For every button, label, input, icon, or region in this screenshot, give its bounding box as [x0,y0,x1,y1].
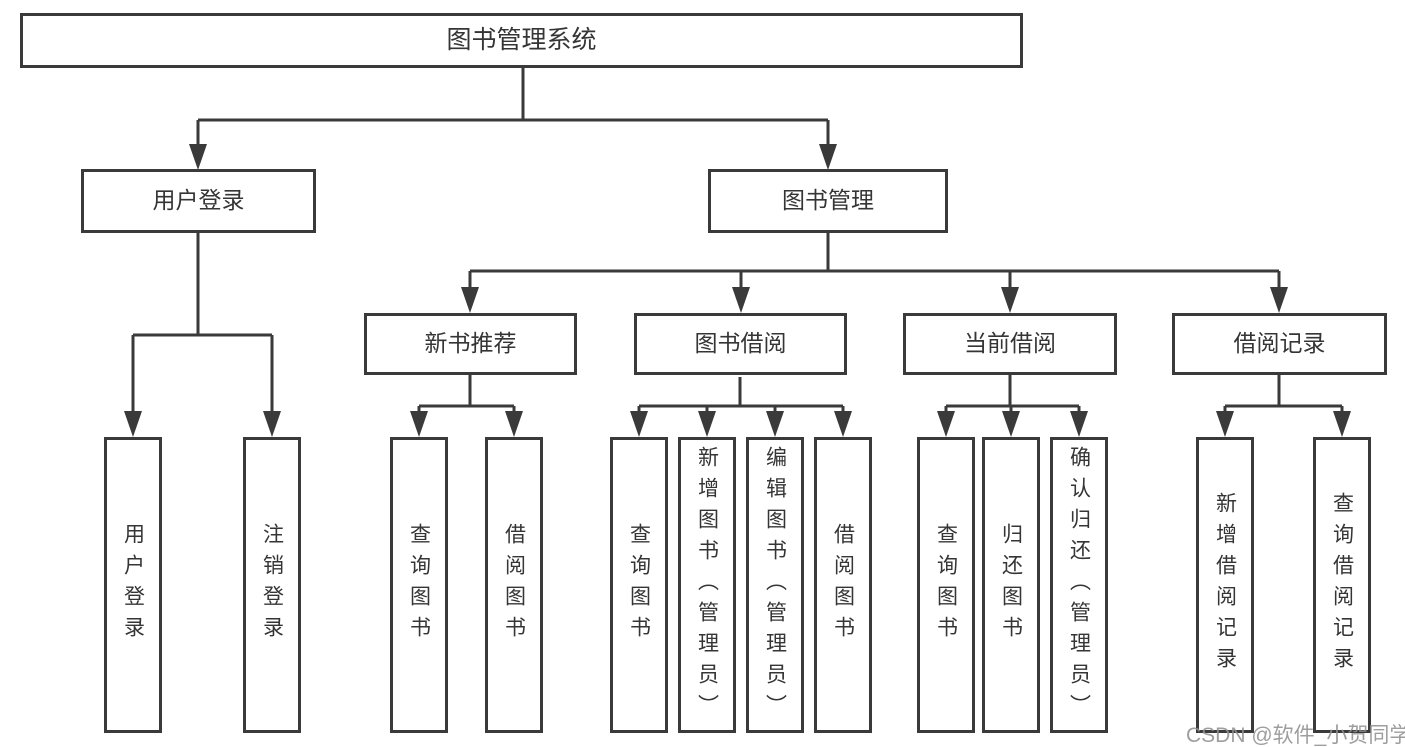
leaf-borrow-books-recommend: 借阅图书 [485,437,543,733]
leaf-add-borrow-record: 新增借阅记录 [1196,437,1254,733]
connector-borrowing [637,377,845,416]
node-user-login: 用户登录 [81,169,316,233]
csdn-watermark: CSDN @软件_小贺同学 [1186,724,1405,747]
connector-user-login [131,233,274,415]
leaf-return-book: 归还图书 [982,437,1040,733]
connector-root [196,68,830,150]
node-book-management: 图书管理 [708,169,948,233]
leaf-borrow-books-borrowing: 借阅图书 [814,437,872,733]
connector-new-book [417,375,516,416]
arrowheads [124,144,1351,437]
leaf-query-books-current: 查询图书 [917,437,975,733]
leaf-confirm-return-admin: 确认归还（管理员） [1050,437,1108,733]
leaf-edit-book-admin: 编辑图书（管理员） [746,437,804,733]
connector-current [944,375,1081,416]
node-book-borrowing: 图书借阅 [634,313,847,375]
connector-records [1223,375,1344,416]
leaf-query-books-borrowing: 查询图书 [610,437,668,733]
node-borrowing-records: 借阅记录 [1172,313,1387,375]
leaf-query-books-recommend: 查询图书 [390,437,448,733]
node-root-system: 图书管理系统 [20,13,1023,68]
leaf-user-login: 用户登录 [104,437,162,733]
connector-book-mgmt [468,233,1281,291]
node-new-book-recommend: 新书推荐 [364,313,577,375]
leaf-query-borrow-record: 查询借阅记录 [1313,437,1371,733]
node-current-borrowing: 当前借阅 [903,313,1117,375]
leaf-logout: 注销登录 [243,437,301,733]
leaf-add-book-admin: 新增图书（管理员） [678,437,736,733]
